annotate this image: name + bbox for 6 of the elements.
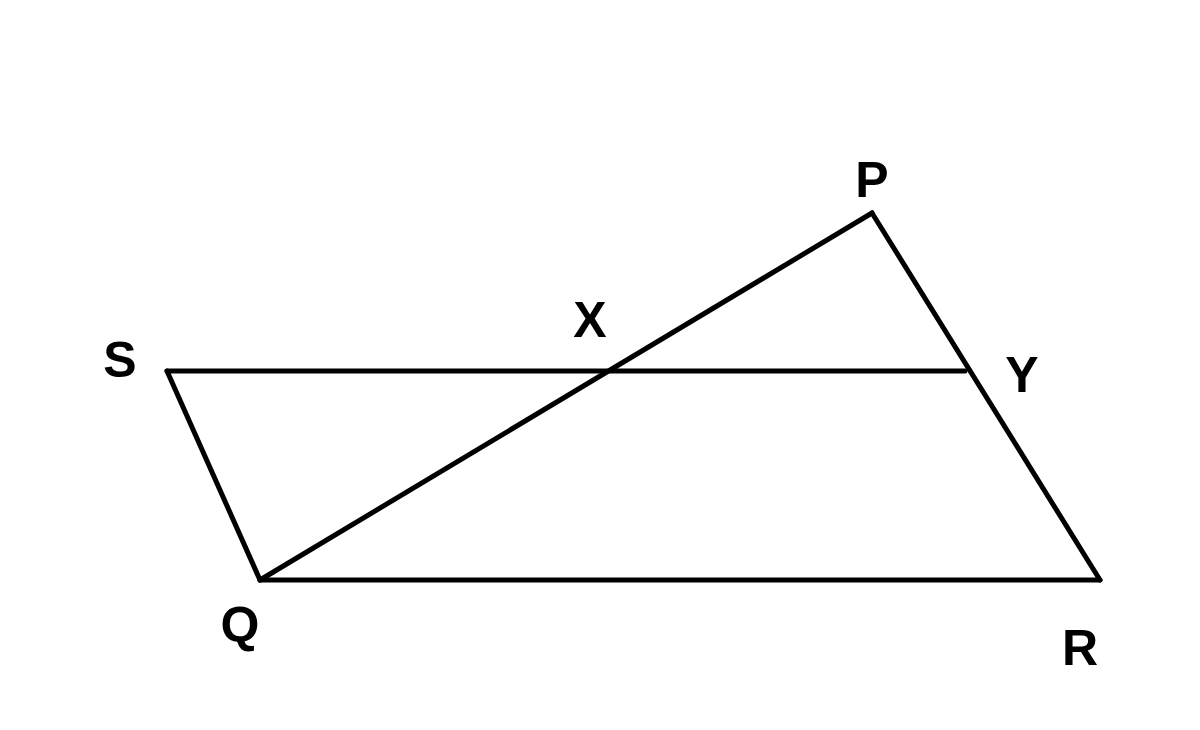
point-label: Q	[220, 600, 260, 650]
point-label: Y	[1005, 350, 1039, 400]
point-label: R	[1061, 623, 1099, 673]
point-label: X	[573, 295, 607, 345]
point-label: P	[855, 155, 889, 205]
point-label: S	[103, 335, 137, 385]
